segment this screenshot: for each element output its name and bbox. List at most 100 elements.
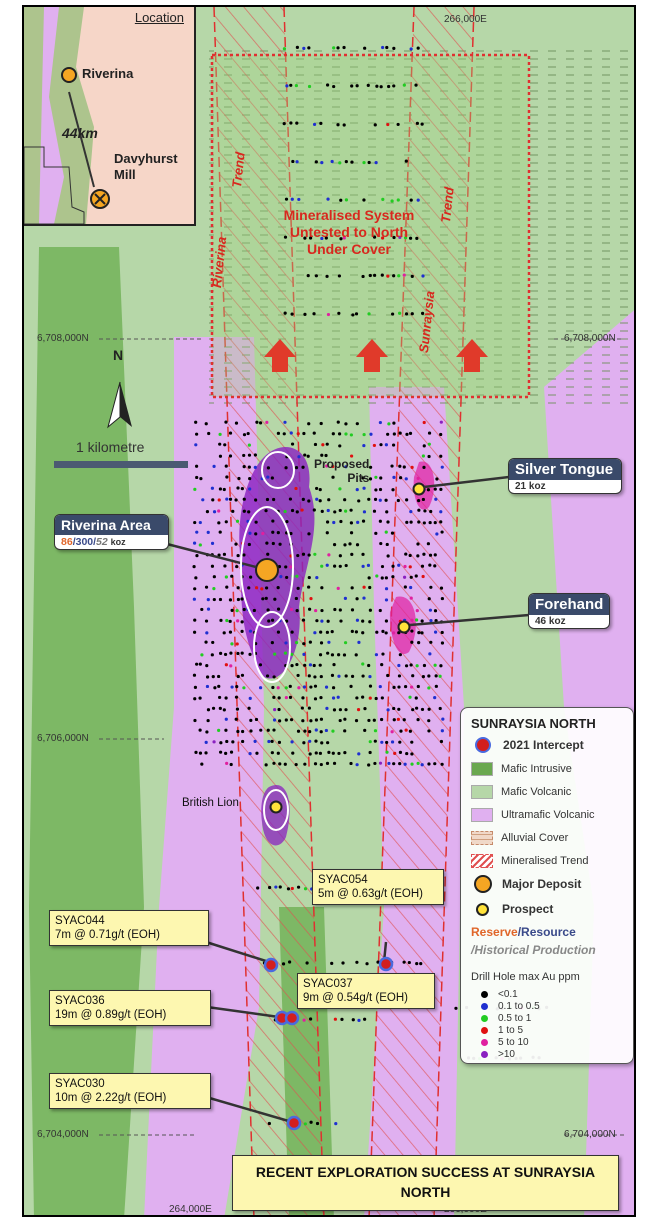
major-deposit-marker	[255, 558, 279, 582]
northing-label-1-right: 6,708,000N	[564, 333, 616, 344]
drill-hole-dot	[204, 422, 208, 426]
drill-hole-dot	[378, 420, 382, 425]
drill-hole-dot	[387, 761, 391, 766]
drill-hole-dot	[223, 652, 228, 657]
drill-hole-dot	[270, 640, 274, 645]
drill-hole-dot	[332, 761, 337, 765]
drill-hole-dot	[272, 497, 276, 502]
drill-hole-dot	[427, 597, 431, 601]
drill-hole-dot	[331, 729, 335, 733]
drill-hole-dot	[195, 475, 199, 480]
legend-drill-title: Drill Hole max Au ppm	[471, 971, 580, 983]
drill-hole-dot	[261, 597, 265, 601]
drill-hole-dot	[409, 510, 413, 514]
drill-hole-dot	[351, 1018, 355, 1022]
drill-hole-dot	[206, 598, 210, 602]
drill-hole-dot	[392, 718, 396, 722]
drill-hole-dot	[242, 465, 246, 469]
drill-hole-dot	[248, 487, 252, 491]
drill-hole-dot	[415, 236, 419, 240]
drill-hole-dot	[252, 608, 256, 613]
drill-hole-dot	[284, 197, 289, 201]
drill-hole-dot	[433, 663, 437, 667]
drill-hole-dot	[272, 761, 276, 765]
drill-hole-dot	[210, 564, 215, 568]
drill-hole-dot	[279, 575, 283, 579]
drill-hole-dot	[354, 719, 359, 723]
drill-hole-dot	[380, 236, 385, 240]
drill-hole-dot	[272, 728, 276, 732]
arrow-up-icon	[456, 339, 488, 372]
drill-hole-dot	[315, 486, 319, 491]
drill-hole-dot	[420, 619, 424, 623]
drill-hole-dot	[222, 708, 226, 712]
drill-hole-dot	[211, 498, 215, 502]
drill-hole-dot	[348, 542, 352, 546]
drill-hole-dot	[362, 432, 366, 437]
drill-hole-dot	[217, 498, 221, 502]
drill-class-dot	[481, 1038, 488, 1046]
drill-hole-dot	[200, 762, 204, 766]
drill-hole-dot	[343, 596, 347, 600]
drill-hole-dot	[290, 740, 294, 744]
drill-hole-dot	[428, 652, 432, 656]
drill-hole-dot	[194, 576, 198, 580]
drill-hole-dot	[362, 510, 367, 514]
drill-hole-dot	[320, 236, 324, 241]
drill-class-dot	[481, 1026, 488, 1034]
leader-lines	[166, 475, 530, 1124]
drill-hole-dot	[369, 432, 373, 436]
drill-hole-dot	[439, 739, 444, 744]
drill-hole-dot	[410, 762, 414, 766]
drill-hole-dot	[320, 619, 324, 623]
drill-hole-dot	[212, 587, 216, 591]
drill-hole-dot	[206, 718, 210, 723]
drill-hole-dot	[402, 718, 406, 722]
drill-hole-dot	[308, 607, 312, 611]
drill-hole-dot	[291, 159, 295, 164]
drill-hole-dot	[363, 46, 367, 50]
drill-hole-dot	[378, 498, 382, 502]
drill-hole-dot	[192, 541, 197, 545]
forehand-name: Forehand	[529, 594, 609, 615]
drill-hole-dot	[230, 574, 234, 578]
drill-hole-dot	[270, 476, 274, 480]
drill-hole-dot	[404, 312, 409, 316]
drill-hole-dot	[204, 585, 209, 589]
drill-hole-dot	[192, 673, 197, 677]
drill-hole-dot	[378, 684, 382, 689]
drill-hole-dot	[306, 274, 310, 278]
drill-hole-dot	[435, 532, 439, 536]
drill-hole-dot	[397, 311, 402, 315]
legend-row-mafic-intrusive: Mafic Intrusive	[471, 760, 572, 778]
north-label: N	[113, 347, 124, 363]
drill-hole-dot	[367, 497, 371, 501]
drill-hole-dot	[409, 663, 413, 667]
drill-hole-dot	[397, 674, 402, 678]
drill-hole-dot	[295, 121, 299, 125]
drill-hole-dot	[402, 960, 406, 964]
drill-hole-dot	[354, 312, 359, 316]
legend-row-drill-class: 0.5 to 1	[471, 1012, 531, 1024]
drill-hole-dot	[234, 421, 239, 425]
drill-hole-dot	[408, 553, 412, 558]
drill-hole-dot	[248, 652, 252, 656]
drill-hole-dot	[410, 465, 414, 469]
drill-hole-dot	[373, 123, 377, 127]
drill-hole-dot	[326, 651, 330, 655]
drill-hole-dot	[319, 630, 323, 634]
legend-row-prospect: Prospect	[471, 900, 553, 918]
drill-hole-dot	[405, 432, 409, 436]
drill-hole-dot	[289, 531, 293, 536]
drill-hole-dot	[398, 235, 402, 239]
drill-hole-dot	[198, 728, 202, 732]
drill-hole-dot	[434, 497, 438, 501]
drill-hole-dot	[334, 1121, 338, 1126]
drill-hole-dot	[200, 607, 204, 612]
drill-hole-dot	[326, 741, 330, 745]
intercept-result: 5m @ 0.63g/t (EOH)	[318, 888, 423, 900]
drill-hole-dot	[205, 664, 209, 668]
drill-hole-dot	[295, 662, 299, 667]
drill-hole-dot	[361, 619, 365, 623]
drill-hole-dot	[349, 433, 353, 437]
